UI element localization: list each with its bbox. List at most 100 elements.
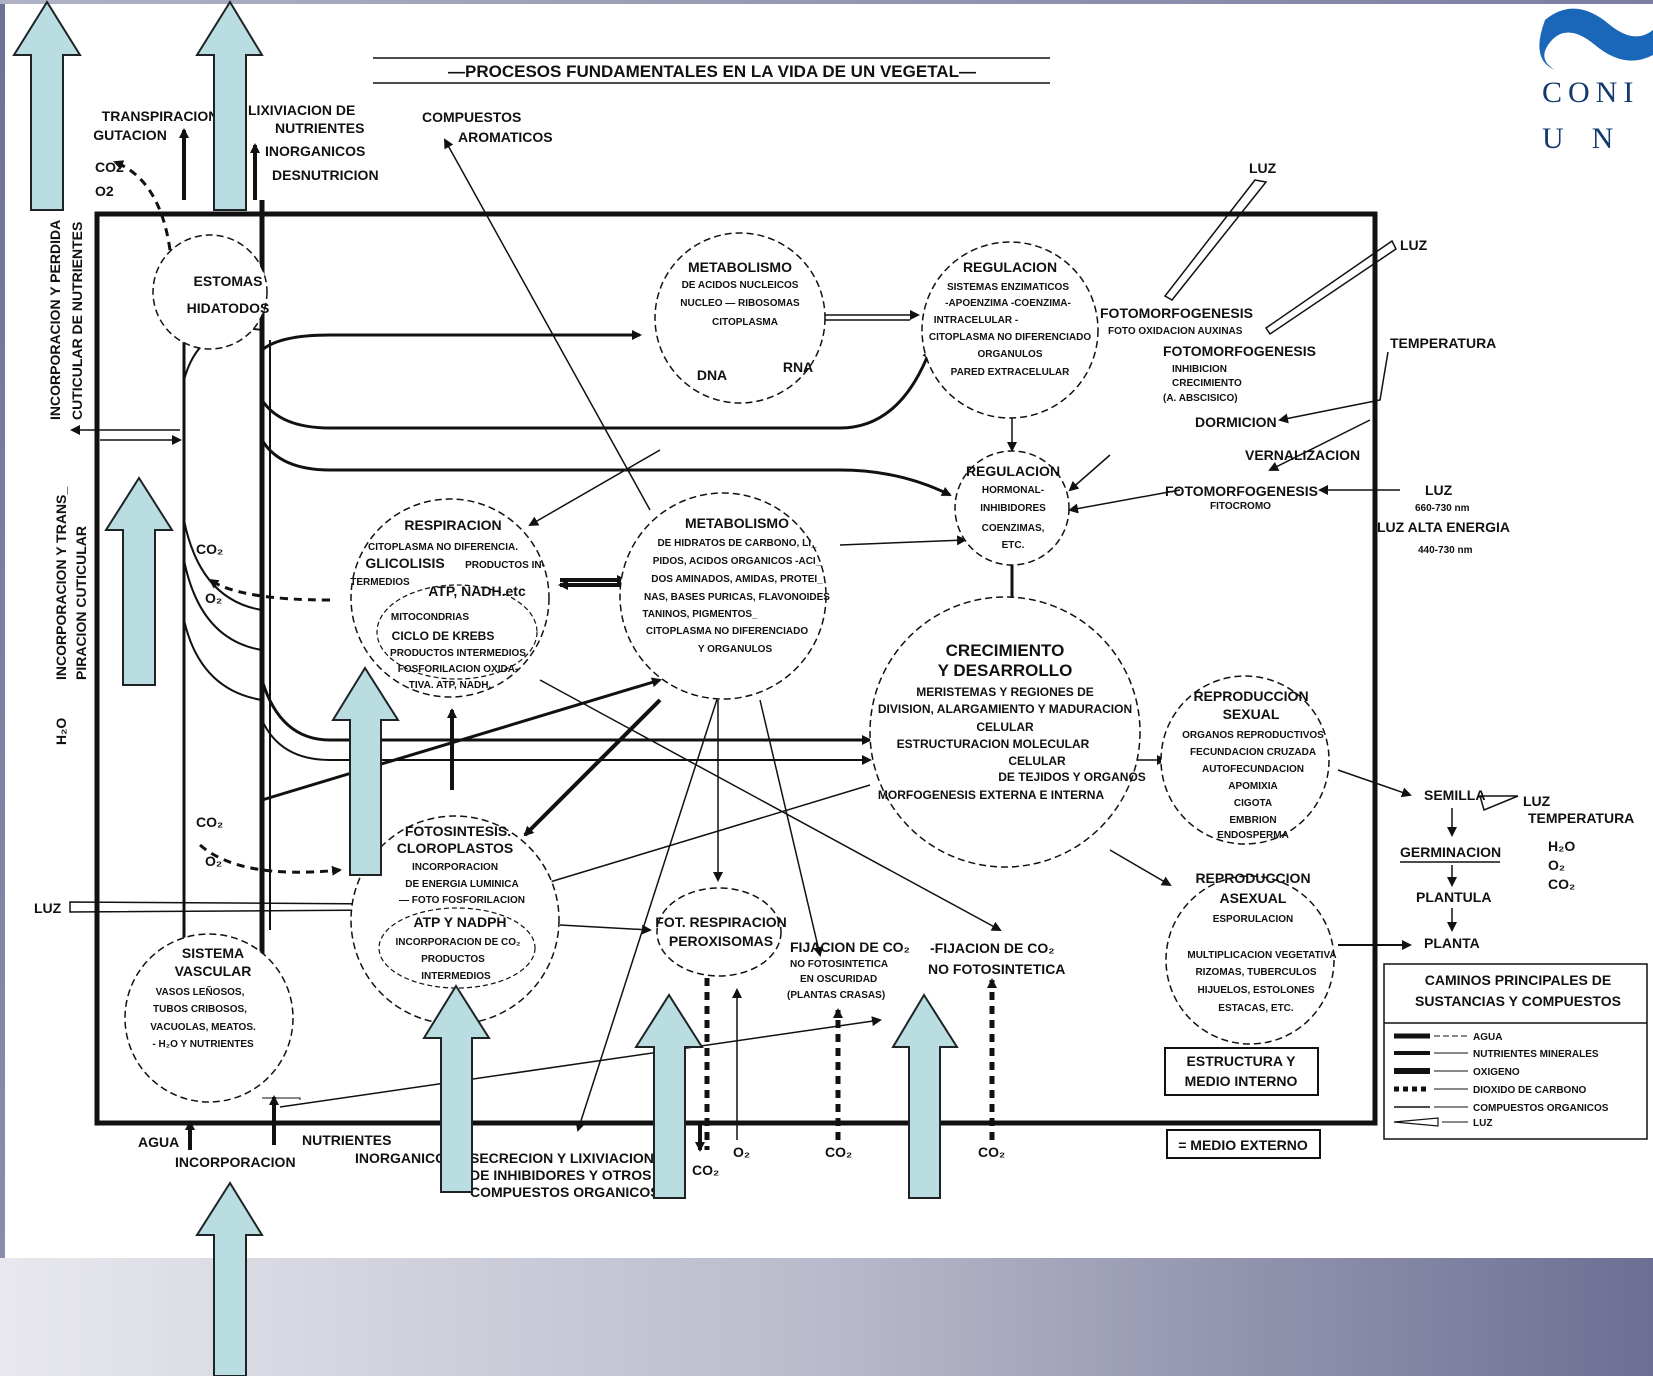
- logo-text-line1: CONI: [1542, 76, 1640, 109]
- label-h2o-left: H₂O: [53, 718, 69, 745]
- resp-mitocondrias: MITOCONDRIAS: [391, 612, 469, 623]
- process-nodes: [124, 232, 1335, 1103]
- repasex-line2: MULTIPLICACION VEGETATIVA: [1187, 950, 1336, 961]
- fij1-title: FIJACION DE CO₂: [790, 939, 910, 955]
- foto-line4: INCORPORACION DE CO₂: [395, 937, 520, 948]
- cloroplasto-inner: [378, 907, 536, 989]
- overlay-arrows: [12, 0, 959, 1376]
- fij2-title: -FIJACION DE CO₂: [930, 940, 1054, 956]
- label-semilla: SEMILLA: [1424, 787, 1485, 803]
- legend-title-1: CAMINOS PRINCIPALES DE: [1425, 972, 1611, 988]
- fij1-line1: NO FOTOSINTETICA: [790, 959, 888, 970]
- metab-hc-line1: DE HIDRATOS DE CARBONO, LI_: [657, 538, 817, 549]
- crec-line2: DIVISION, ALARGAMIENTO Y MADURACION: [878, 702, 1132, 716]
- node-crecimiento: [869, 596, 1141, 868]
- diagram-title: —PROCESOS FUNDAMENTALES EN LA VIDA DE UN…: [448, 62, 976, 81]
- overlay-arrow-7: [891, 993, 959, 1199]
- repsex-subtitle: SEXUAL: [1223, 706, 1280, 722]
- label-incorporacion-perdida-2: CUTICULAR DE NUTRIENTES: [69, 222, 85, 420]
- label-secrecion-3: COMPUESTOS ORGANICOS: [470, 1184, 660, 1200]
- fij2-sub: NO FOTOSINTETICA: [928, 961, 1065, 977]
- fij1-line2: EN OSCURIDAD: [800, 974, 877, 985]
- label-planta: PLANTA: [1424, 935, 1480, 951]
- overlay-arrow-1: [12, 0, 82, 211]
- label-gas-h2o: H₂O: [1548, 838, 1575, 854]
- foto-line1: INCORPORACION: [412, 862, 498, 873]
- label-660-730: 660-730 nm: [1415, 503, 1470, 514]
- node-estomas: [152, 234, 268, 350]
- vasc-subtitle: VASCULAR: [175, 963, 252, 979]
- node-fotosintesis: [350, 815, 560, 1025]
- label-nutrientes: NUTRIENTES: [302, 1132, 391, 1148]
- repasex-line1: ESPORULACION: [1213, 914, 1294, 925]
- node-reproduccion-sexual: [1160, 675, 1330, 845]
- label-luz-semilla: LUZ: [1523, 793, 1551, 809]
- reg-horm-line1: HORMONAL-: [982, 485, 1044, 496]
- node-metabolismo-nucleicos: [654, 232, 826, 404]
- crec-line7: MORFOGENESIS EXTERNA E INTERNA: [878, 788, 1105, 802]
- label-top-o2: O2: [95, 183, 114, 199]
- resp-line1: CITOPLASMA NO DIFERENCIA.: [368, 542, 518, 553]
- reg-enz-line4: CITOPLASMA NO DIFERENCIADO: [929, 332, 1091, 343]
- label-inner-o2-1: O₂: [205, 590, 222, 606]
- legend-item-luz: LUZ: [1473, 1118, 1492, 1129]
- metab-na-dna: DNA: [697, 367, 727, 383]
- medio-externo-box: [1166, 1129, 1321, 1159]
- fotomorf3-sub: FITOCROMO: [1210, 501, 1271, 512]
- fotomorf2-line3: (A. ABSCISICO): [1163, 393, 1238, 404]
- fotomorf2-line2: CRECIMIENTO: [1172, 378, 1242, 389]
- label-gas-co2: CO₂: [1548, 876, 1575, 892]
- label-secrecion-1: SECRECION Y LIXIVIACION: [470, 1150, 654, 1166]
- label-bottom-co2-2: CO₂: [825, 1144, 852, 1160]
- reg-horm-line2: INHIBIDORES: [980, 503, 1046, 514]
- foto-line2: DE ENERGIA LUMINICA: [405, 879, 519, 890]
- legend-samples: [1393, 1033, 1468, 1127]
- resp-productos-int: PRODUCTOS INTERMEDIOS: [390, 648, 526, 659]
- logo-mark: [1539, 8, 1653, 70]
- fotomorf2-title: FOTOMORFOGENESIS: [1163, 343, 1316, 359]
- resp-glicolisis: GLICOLISIS: [365, 555, 444, 571]
- metab-hc-title: METABOLISMO: [685, 515, 789, 531]
- label-incorporacion: INCORPORACION: [175, 1154, 296, 1170]
- label-germinacion: GERMINACION: [1400, 844, 1501, 860]
- metab-na-title: METABOLISMO: [688, 259, 792, 275]
- slide-bottom-band: [0, 1258, 1653, 1376]
- vasc-title: SISTEMA: [182, 945, 244, 961]
- fij1-line3: (PLANTAS CRASAS): [787, 990, 885, 1001]
- label-transpiracion: TRANSPIRACION: [102, 108, 219, 124]
- crec-subtitle: Y DESARROLLO: [938, 661, 1073, 680]
- legend-item-nutrientes: NUTRIENTES MINERALES: [1473, 1049, 1599, 1060]
- metab-na-line1: DE ACIDOS NUCLEICOS: [682, 280, 799, 291]
- repasex-line5: ESTACAS, ETC.: [1218, 1003, 1294, 1014]
- label-incorporacion-trans-2: PIRACION CUTICULAR: [73, 526, 89, 680]
- foto-subtitle: CLOROPLASTOS: [397, 840, 513, 856]
- label-incorporacion-trans-1: INCORPORACION Y TRANS_: [53, 487, 69, 680]
- crec-line4: ESTRUCTURACION MOLECULAR: [897, 737, 1090, 751]
- overlay-arrow-3: [104, 476, 174, 686]
- vascular-flow-lines: [182, 200, 952, 1100]
- logo-text-line2: UN: [1542, 122, 1642, 155]
- metab-hc-line5: TANINOS, PIGMENTOS_: [642, 609, 758, 620]
- repsex-line5: CIGOTA: [1234, 798, 1272, 809]
- label-inner-co2-1: CO₂: [196, 541, 223, 557]
- label-vernalizacion: VERNALIZACION: [1245, 447, 1360, 463]
- overlay-arrow-2: [195, 0, 264, 211]
- repsex-title: REPRODUCCION: [1193, 688, 1308, 704]
- mitocondrias-inner: [376, 584, 538, 680]
- label-compuestos: COMPUESTOS: [422, 109, 521, 125]
- label-secrecion-2: DE INHIBIDORES Y OTROS: [470, 1167, 652, 1183]
- slide-top-edge: [0, 0, 1653, 4]
- repsex-line3: AUTOFECUNDACION: [1202, 764, 1304, 775]
- overlay-arrow-6: [634, 993, 704, 1199]
- repsex-line2: FECUNDACION CRUZADA: [1190, 747, 1316, 758]
- label-inner-o2-2: O₂: [205, 853, 222, 869]
- crec-line6: DE TEJIDOS Y ORGANOS: [998, 770, 1146, 784]
- metab-hc-line7: Y ORGANULOS: [698, 644, 773, 655]
- legend-item-agua: AGUA: [1473, 1032, 1502, 1043]
- foto-line5: PRODUCTOS: [421, 954, 485, 965]
- vasc-line2: TUBOS CRIBOSOS,: [153, 1004, 247, 1015]
- repasex-line4: HIJUELOS, ESTOLONES: [1197, 985, 1314, 996]
- legend-item-oxigeno: OXIGENO: [1473, 1067, 1520, 1078]
- repsex-line4: APOMIXIA: [1228, 781, 1277, 792]
- label-luz-660: LUZ: [1425, 482, 1453, 498]
